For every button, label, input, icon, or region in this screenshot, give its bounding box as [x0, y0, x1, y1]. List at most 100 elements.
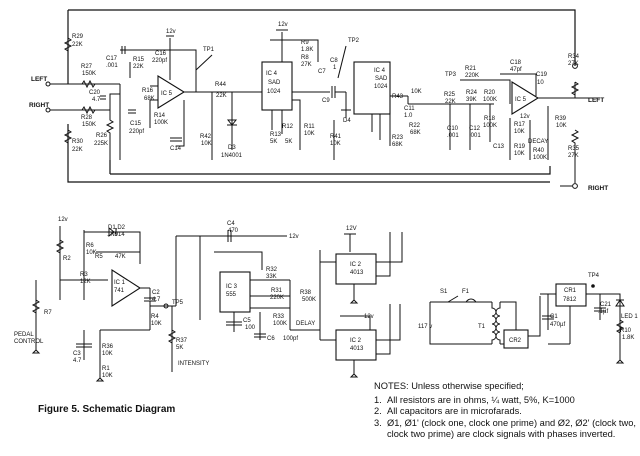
component-label: 4.7 [73, 358, 82, 364]
input-right: RIGHT [29, 93, 120, 113]
component-label: TP2 [348, 38, 360, 44]
component-label: 47pf [510, 67, 522, 73]
component-label: 10K [86, 250, 97, 256]
component-label: R4 [151, 314, 159, 320]
component-label: 4013 [350, 270, 364, 276]
component-label: 10K [556, 123, 567, 129]
component-label: T1 [478, 324, 486, 330]
component-label: 12V [346, 226, 357, 232]
note-number: 3. [374, 417, 382, 428]
component-label: 68K [392, 142, 403, 148]
component-label: TP1 [203, 47, 215, 53]
component-label: 470µf [550, 322, 565, 328]
component-label: D4 [343, 118, 351, 124]
component-label: 22K [133, 64, 144, 70]
component-label: R21 [465, 66, 477, 72]
component-label: R7 [44, 310, 52, 316]
component-label: R15 [133, 57, 145, 63]
component-label: C21 [600, 302, 612, 308]
component-label: R10 [620, 328, 632, 334]
component-label: TP3 [445, 72, 457, 78]
component-label: 7812 [563, 297, 577, 303]
component-label: .1µf [598, 309, 608, 315]
component-label: 555 [226, 292, 237, 298]
component-label: 10K [411, 89, 422, 95]
component-label: R17 [514, 122, 526, 128]
component-label: 12v [166, 29, 176, 35]
component-label: 1.8K [301, 47, 313, 53]
component-label: C5 [243, 318, 251, 324]
delay-label: DELAY [296, 321, 315, 327]
component-label: C20 [89, 90, 101, 96]
component-label: 4.7 [152, 297, 161, 303]
component-label: 10 [537, 80, 544, 86]
cr2-bridge-rectifier [503, 329, 529, 349]
component-label: 5K [270, 139, 277, 145]
component-label: C18 [510, 60, 522, 66]
component-label: 12v [278, 22, 288, 28]
notes-block: NOTES: Unless otherwise specified; 1. Al… [374, 381, 636, 441]
component-label: C11 [404, 106, 415, 112]
component-label: 100K [273, 321, 287, 327]
component-label: 1.0 [404, 113, 413, 119]
component-label: C7 [318, 69, 326, 75]
component-label: IC 4 [266, 71, 278, 77]
component-label: IC 3 [226, 284, 238, 290]
component-label: 500K [302, 297, 316, 303]
component-label: 68K [410, 130, 421, 136]
component-label: R40 [533, 148, 545, 154]
note-item: 2. All capacitors are in microfarads. [374, 406, 636, 418]
component-label: 12v [520, 114, 530, 120]
component-label: R28 [81, 115, 93, 121]
component-label: 4013 [350, 346, 364, 352]
component-label: F1 [462, 289, 470, 295]
input-left: LEFT [31, 76, 120, 87]
component-label: R37 [176, 338, 188, 344]
component-label: R11 [304, 124, 315, 130]
component-label: 10K [304, 131, 315, 137]
component-label: 1024 [267, 89, 281, 95]
component-label: R16 [142, 88, 154, 94]
figure-caption: Figure 5. Schematic Diagram [38, 404, 176, 415]
component-label: C4 [227, 221, 235, 227]
component-label: R8 [301, 55, 309, 61]
component-label: 1 [333, 65, 337, 71]
component-label: CR1 [564, 288, 577, 294]
component-label: R9 [301, 40, 309, 46]
component-label: C9 [322, 98, 330, 104]
component-label: .001 [106, 63, 118, 69]
component-label: R13 [270, 132, 282, 138]
component-label: 150K [82, 122, 96, 128]
component-label: C14 [170, 146, 182, 152]
component-label: 12K [80, 279, 91, 285]
ic3-555-timer [219, 271, 251, 313]
clock-oscillator-section: C4 470 12v IC 3 555 R32 33K R31 220K R38… [175, 221, 320, 342]
component-label: R43 [392, 94, 404, 100]
component-label: DECAY [528, 139, 548, 145]
component-label: R34 [568, 54, 580, 60]
note-text: Ø1, Ø1' (clock one, clock one prime) and… [387, 417, 636, 440]
component-label: S1 [440, 289, 448, 295]
ic4-sad1024-right [353, 61, 391, 115]
component-label: C3 [73, 351, 81, 357]
note-number: 1. [374, 394, 382, 405]
component-label: 741 [114, 288, 125, 294]
pedal-control-section: 12v R2 R3 12K D1,D2 1N914 R6 10K R5 47K … [14, 217, 209, 382]
component-label: TP5 [172, 300, 184, 306]
component-label: 47K [115, 254, 126, 260]
component-label: 100K [533, 155, 547, 161]
note-text: All resistors are in ohms, ¼ watt, 5%, K… [387, 394, 575, 405]
component-label: R27 [81, 64, 93, 70]
component-label: R24 [466, 90, 478, 96]
component-label: IC 1 [114, 280, 126, 286]
component-label: 22K [72, 147, 83, 153]
component-label: C6 [267, 336, 275, 342]
component-label: R20 [484, 90, 496, 96]
component-label: 5K [176, 345, 183, 351]
cr1-7812-regulator [555, 283, 587, 307]
component-label: 220K [465, 73, 479, 79]
component-label: 100K [483, 97, 497, 103]
component-label: 100K [154, 120, 168, 126]
component-label: IC 5 [515, 97, 527, 103]
